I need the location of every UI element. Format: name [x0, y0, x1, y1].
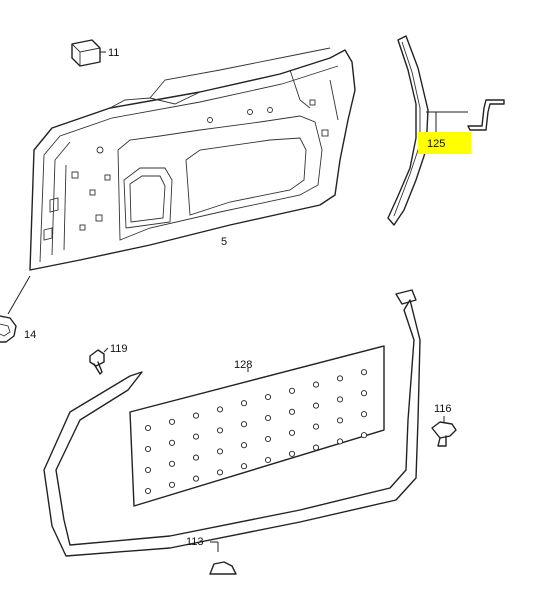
- leader-119: [103, 347, 109, 353]
- label-119[interactable]: 119: [110, 343, 128, 355]
- panel-hole: [216, 406, 224, 413]
- panel-hole: [168, 460, 176, 467]
- panel-hole: [360, 390, 368, 397]
- label-5[interactable]: 5: [221, 236, 227, 248]
- panel-hole: [168, 481, 176, 488]
- label-14[interactable]: 14: [24, 329, 36, 341]
- panel-hole: [240, 421, 248, 428]
- panel-hole: [216, 427, 224, 434]
- panel-hole: [264, 393, 272, 401]
- part-125-bracket[interactable]: [467, 99, 505, 131]
- part-119-rivet[interactable]: [89, 349, 105, 375]
- panel-hole: [144, 487, 152, 495]
- panel-hole: [336, 438, 344, 445]
- panel-hole: [336, 375, 344, 382]
- panel-hole: [216, 469, 224, 476]
- panel-hole: [336, 417, 344, 424]
- panel-hole: [288, 429, 296, 436]
- panel-hole: [144, 424, 152, 432]
- panel-hole: [336, 396, 344, 403]
- panel-hole: [192, 475, 200, 482]
- part-11-clip[interactable]: [71, 39, 101, 67]
- panel-hole: [312, 444, 320, 451]
- panel-hole: [264, 435, 272, 443]
- leader-14: [7, 275, 31, 315]
- panel-hole: [192, 454, 200, 461]
- panel-hole: [264, 414, 272, 422]
- part-5-door-shell[interactable]: [29, 47, 356, 271]
- part-113-moulding[interactable]: [43, 299, 421, 557]
- panel-hole: [144, 466, 152, 474]
- panel-hole: [168, 418, 176, 425]
- part-116-push-clip[interactable]: [431, 421, 457, 447]
- panel-hole: [288, 387, 296, 394]
- panel-hole: [168, 439, 176, 446]
- panel-hole: [216, 448, 224, 455]
- part-113-top-clip[interactable]: [395, 289, 417, 305]
- label-128[interactable]: 128: [234, 359, 252, 371]
- panel-hole: [264, 456, 272, 464]
- panel-hole: [288, 408, 296, 415]
- part-14-stop[interactable]: [0, 315, 17, 343]
- part-113-clip[interactable]: [209, 561, 237, 575]
- panel-hole: [288, 450, 296, 457]
- label-125[interactable]: 125: [427, 138, 445, 150]
- panel-hole: [240, 463, 248, 470]
- part-125-window-seal[interactable]: [387, 35, 429, 226]
- label-125-highlight: [418, 132, 471, 154]
- panel-hole: [312, 381, 320, 388]
- panel-hole: [312, 402, 320, 409]
- label-113[interactable]: 113: [186, 536, 204, 548]
- label-11[interactable]: 11: [108, 47, 119, 59]
- panel-hole: [192, 433, 200, 440]
- panel-hole: [360, 411, 368, 418]
- panel-hole: [144, 445, 152, 453]
- panel-hole: [240, 442, 248, 449]
- panel-hole: [360, 432, 368, 439]
- panel-hole: [240, 400, 248, 407]
- panel-holes: [144, 369, 368, 495]
- part-128-panel[interactable]: [129, 345, 385, 507]
- panel-hole: [192, 412, 200, 419]
- panel-hole: [360, 369, 368, 376]
- panel-hole: [312, 423, 320, 430]
- label-116[interactable]: 116: [434, 403, 452, 415]
